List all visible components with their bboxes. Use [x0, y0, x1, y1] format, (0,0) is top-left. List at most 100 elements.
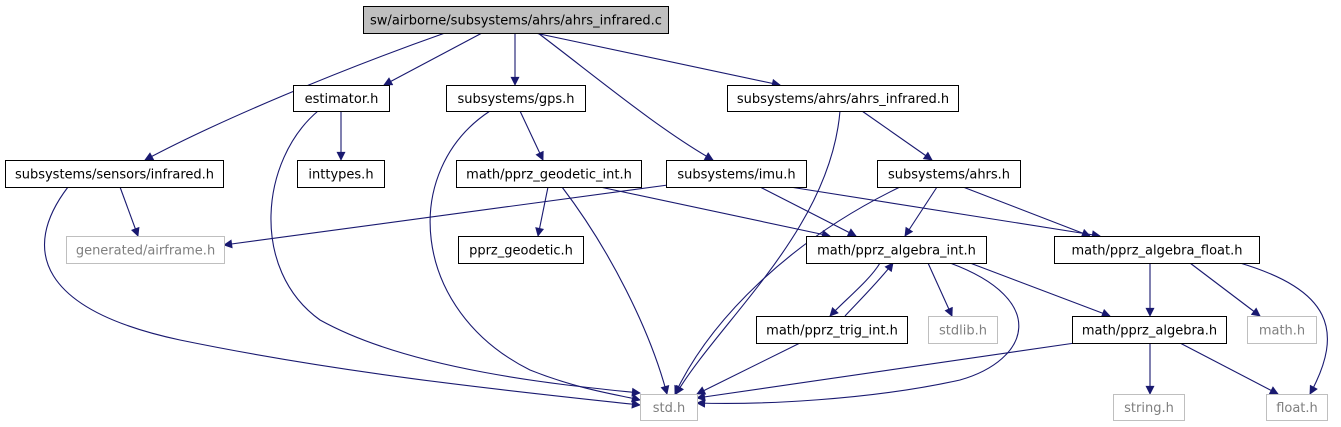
node-root[interactable]: sw/airborne/subsystems/ahrs/ahrs_infrare… [363, 6, 669, 34]
node-box [877, 160, 1021, 188]
node-box [1113, 394, 1185, 421]
edge-ahrs_infrared_h-to-ahrs [861, 110, 933, 161]
edge-root-to-ahrs_infrared_h [534, 32, 781, 88]
edge-algebra_int-to-trig_int [829, 262, 881, 317]
edge-infrared-to-std [44, 186, 641, 409]
node-airframe: generated/airframe.h [66, 236, 225, 264]
edge-ahrs-to-algebra_float [962, 186, 1091, 238]
edge-arrow [759, 186, 857, 237]
edge-arrow [534, 32, 781, 88]
edge-arrow [429, 110, 641, 403]
edge-algebra_float-to-float [1239, 262, 1328, 395]
edge-arrow [844, 262, 894, 317]
edge-arrow [829, 262, 881, 317]
edge-arrow [969, 262, 1111, 318]
node-label: math/pprz_algebra_int.h [817, 244, 976, 259]
edges-layer [44, 32, 1328, 409]
edge-gps-to-std [429, 110, 641, 403]
node-ahrs[interactable]: subsystems/ahrs.h [877, 160, 1021, 188]
edge-infrared-to-airframe [119, 186, 140, 237]
node-label: math/pprz_geodetic_int.h [466, 168, 632, 183]
node-string: string.h [1113, 394, 1185, 421]
node-label: inttypes.h [308, 168, 373, 183]
node-infrared[interactable]: subsystems/sensors/infrared.h [5, 160, 224, 188]
node-label: std.h [653, 401, 686, 416]
node-algebra[interactable]: math/pprz_algebra.h [1072, 316, 1227, 344]
edge-arrow [1239, 262, 1328, 395]
edge-arrow [675, 110, 841, 395]
edge-arrow [119, 186, 140, 237]
edge-root-to-imu [537, 32, 714, 161]
edge-arrow [519, 110, 544, 161]
node-box [806, 236, 987, 264]
node-label: math.h [1259, 324, 1305, 339]
node-gps[interactable]: subsystems/gps.h [446, 85, 586, 112]
node-imu[interactable]: subsystems/imu.h [666, 160, 807, 188]
node-geodetic-int[interactable]: math/pprz_geodetic_int.h [456, 160, 642, 188]
edge-arrow [383, 32, 483, 86]
node-label: math/pprz_algebra.h [1082, 324, 1217, 339]
edge-root-to-estimator [383, 32, 483, 86]
node-box [1266, 394, 1328, 421]
edge-arrow [927, 262, 953, 317]
edge-geodetic_int-to-pprz_geodetic [535, 186, 549, 237]
node-ahrs-infrared-h[interactable]: subsystems/ahrs/ahrs_infrared.h [727, 85, 959, 112]
node-label: subsystems/ahrs.h [888, 168, 1010, 183]
node-inttypes[interactable]: inttypes.h [297, 160, 385, 188]
edge-arrow [1189, 262, 1261, 317]
node-box [727, 85, 959, 112]
edge-arrow [904, 186, 938, 237]
node-label: subsystems/sensors/infrared.h [15, 168, 214, 183]
edge-arrow [696, 342, 1076, 402]
node-label: string.h [1124, 401, 1174, 416]
edge-geodetic_int-to-std [561, 186, 670, 395]
node-algebra-int[interactable]: math/pprz_algebra_int.h [806, 236, 987, 264]
node-box [66, 236, 225, 264]
node-box [446, 85, 586, 112]
nodes-layer: sw/airborne/subsystems/ahrs/ahrs_infrare… [5, 6, 1328, 421]
node-label: stdlib.h [939, 324, 987, 339]
edge-arrow [789, 186, 1101, 240]
node-box [458, 236, 584, 264]
edge-algebra_int-to-algebra [969, 262, 1111, 318]
node-box [5, 160, 224, 188]
edge-arrow [599, 186, 831, 239]
node-box [928, 316, 998, 344]
node-estimator[interactable]: estimator.h [293, 85, 390, 112]
edge-arrow [1179, 342, 1279, 395]
edge-algebra-to-float [1179, 342, 1279, 395]
node-label: subsystems/gps.h [457, 92, 574, 107]
edge-estimator-to-std [270, 110, 641, 397]
edge-arrow [537, 32, 714, 161]
edge-arrow [861, 110, 933, 161]
edge-geodetic_int-to-algebra_int [599, 186, 831, 239]
edge-gps-to-geodetic_int [519, 110, 544, 161]
node-box [1072, 316, 1227, 344]
node-pprz-geodetic[interactable]: pprz_geodetic.h [458, 236, 584, 264]
node-stdlib: stdlib.h [928, 316, 998, 344]
edge-algebra_int-to-stdlib [927, 262, 953, 317]
node-box [1054, 236, 1260, 264]
node-label: estimator.h [305, 92, 379, 107]
edge-imu-to-algebra_int [759, 186, 857, 237]
node-trig-int[interactable]: math/pprz_trig_int.h [756, 316, 908, 344]
node-box [363, 6, 669, 34]
node-box [666, 160, 807, 188]
edge-arrow [696, 262, 1020, 408]
node-label: math/pprz_algebra_float.h [1072, 244, 1243, 259]
node-label: math/pprz_trig_int.h [766, 324, 898, 339]
edge-algebra_int-to-std [696, 262, 1020, 408]
edge-arrow [674, 186, 901, 395]
edge-trig_int-to-algebra_int [844, 262, 894, 317]
node-algebra-float[interactable]: math/pprz_algebra_float.h [1054, 236, 1260, 264]
node-math: math.h [1247, 316, 1317, 344]
edge-arrow [962, 186, 1091, 238]
edge-root-to-infrared [144, 32, 446, 161]
node-label: float.h [1276, 401, 1318, 416]
node-label: sw/airborne/subsystems/ahrs/ahrs_infrare… [370, 14, 662, 29]
node-label: subsystems/ahrs/ahrs_infrared.h [737, 92, 949, 107]
edge-ahrs-to-algebra_int [904, 186, 938, 237]
node-label: generated/airframe.h [76, 244, 215, 259]
edge-algebra_float-to-math [1189, 262, 1261, 317]
